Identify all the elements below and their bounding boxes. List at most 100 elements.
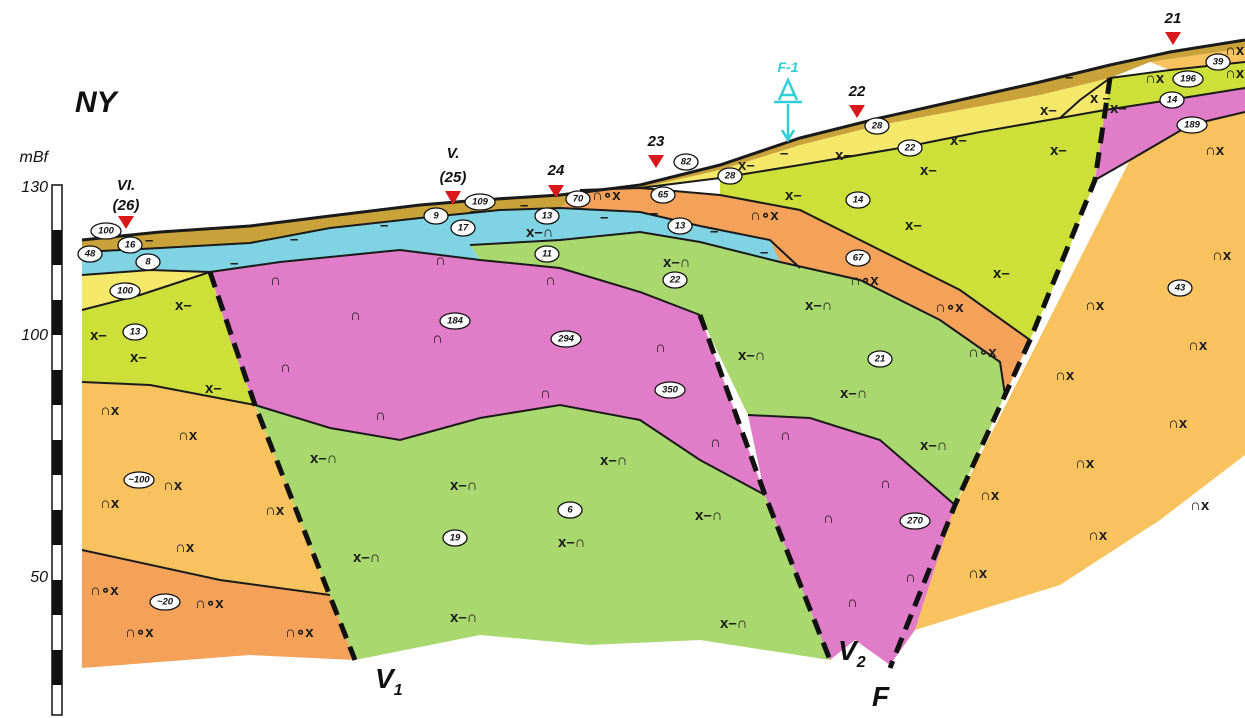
lithology-symbol: ∩x — [163, 477, 183, 494]
lithology-symbol: ∩∘x — [195, 595, 224, 612]
f1-marker-icon — [774, 80, 802, 140]
resistivity-value: 22 — [904, 143, 916, 154]
profile-marker-icon — [118, 216, 134, 229]
lithology-symbol: x– — [1050, 142, 1067, 159]
resistivity-value: 67 — [853, 253, 864, 264]
lithology-symbol: x– — [130, 349, 147, 366]
lithology-symbol: ∩ — [540, 385, 551, 402]
lithology-symbol: ∩x — [175, 539, 195, 556]
resistivity-oval: 270 — [900, 513, 930, 529]
resistivity-oval: 82 — [674, 154, 698, 170]
resistivity-oval: 13 — [535, 208, 559, 224]
resistivity-value: 13 — [675, 221, 686, 232]
lithology-symbol: – — [780, 145, 788, 162]
resistivity-oval: 13 — [123, 324, 147, 340]
profile-number: (26) — [113, 197, 140, 214]
lithology-symbol: x–∩ — [450, 477, 478, 494]
lithology-symbol: x–∩ — [558, 534, 586, 551]
lithology-symbol: ∩x — [1168, 415, 1188, 432]
lithology-symbol: – — [290, 231, 298, 248]
lithology-symbol: ∩ — [545, 272, 556, 289]
lithology-symbol: ∩x — [1075, 455, 1095, 472]
resistivity-value: 294 — [557, 334, 575, 345]
resistivity-oval: 196 — [1173, 71, 1203, 87]
resistivity-value: 109 — [472, 197, 489, 208]
lithology-symbol: ∩ — [655, 339, 666, 356]
profile-label: VI. — [117, 177, 135, 194]
lithology-symbol: ∩ — [435, 252, 446, 269]
lithology-symbol: ∩ — [880, 475, 891, 492]
lithology-symbol: x–∩ — [695, 507, 723, 524]
lithology-symbol: ∩x — [265, 502, 285, 519]
lithology-symbol: – — [380, 217, 388, 234]
lithology-symbol: ∩ — [375, 407, 386, 424]
resistivity-oval: 189 — [1177, 117, 1207, 133]
resistivity-value: 39 — [1213, 57, 1224, 68]
lithology-symbol: – — [600, 209, 608, 226]
lithology-symbol: ∩∘x — [850, 272, 879, 289]
lithology-symbol: x– — [1040, 102, 1057, 119]
resistivity-value: 82 — [681, 157, 692, 168]
lithology-symbol: – — [650, 205, 658, 222]
section-label: NY — [75, 86, 120, 119]
lithology-symbol: x–∩ — [450, 609, 478, 626]
lithology-symbol: ∩x — [1190, 497, 1210, 514]
lithology-symbol: ∩x — [100, 402, 120, 419]
lithology-symbol: x–∩ — [663, 254, 691, 271]
axis-tick-label: 100 — [21, 327, 48, 344]
resistivity-oval: 350 — [655, 382, 685, 398]
lithology-symbol: x – — [1090, 90, 1111, 107]
lithology-symbol: ∩x — [1212, 247, 1232, 264]
profile-label: 21 — [1164, 10, 1182, 27]
lithology-symbol: – — [520, 197, 528, 214]
resistivity-value: 19 — [450, 533, 461, 544]
lithology-symbol: ∩∘x — [285, 624, 314, 641]
lithology-symbol: ∩x — [1225, 42, 1245, 59]
lithology-symbol: x– — [175, 297, 192, 314]
lithology-symbol: – — [760, 244, 768, 261]
lithology-symbol: x– — [835, 147, 852, 164]
resistivity-oval: 294 — [551, 331, 581, 347]
lithology-symbol: x–∩ — [720, 615, 748, 632]
lithology-symbol: x– — [205, 380, 222, 397]
depth-scale: mBf 130 100 50 — [20, 149, 62, 715]
lithology-symbol: – — [230, 255, 238, 272]
resistivity-oval: 17 — [451, 220, 475, 236]
lithology-symbol: x– — [920, 162, 937, 179]
resistivity-oval: 100 — [91, 223, 121, 239]
lithology-symbol: x– — [905, 217, 922, 234]
resistivity-value: 17 — [458, 223, 469, 234]
resistivity-oval: 11 — [535, 246, 559, 262]
resistivity-oval: 65 — [651, 187, 675, 203]
resistivity-oval: 28 — [718, 168, 742, 184]
resistivity-value: 70 — [573, 194, 584, 205]
lithology-symbol: ∩ — [780, 427, 791, 444]
axis-unit-label: mBf — [20, 149, 50, 166]
f1-marker-label: F-1 — [778, 59, 799, 75]
resistivity-oval: 43 — [1168, 280, 1192, 296]
resistivity-value: 100 — [98, 226, 115, 237]
resistivity-oval: 67 — [846, 250, 870, 266]
resistivity-value: 189 — [1184, 120, 1201, 131]
lithology-symbol: x–∩ — [805, 297, 833, 314]
lithology-symbol: x– — [993, 265, 1010, 282]
lithology-symbol: x– — [1110, 100, 1127, 117]
profile-marker-icon — [849, 105, 865, 118]
resistivity-value: 6 — [567, 505, 573, 516]
axis-tick-label: 50 — [30, 569, 48, 586]
resistivity-value: 28 — [871, 121, 883, 132]
lithology-symbol: x– — [950, 132, 967, 149]
resistivity-value: 184 — [447, 316, 464, 327]
lithology-symbol: x–∩ — [738, 347, 766, 364]
resistivity-oval: 39 — [1206, 54, 1230, 70]
lithology-symbol: ∩ — [823, 510, 834, 527]
lithology-symbol: ∩x — [1188, 337, 1208, 354]
lithology-symbol: ∩x — [1205, 142, 1225, 159]
resistivity-value: 14 — [1167, 95, 1178, 106]
resistivity-oval: 14 — [846, 192, 870, 208]
resistivity-value: 196 — [1180, 74, 1197, 85]
lithology-symbol: ∩∘x — [750, 207, 779, 224]
resistivity-oval: 28 — [865, 118, 889, 134]
resistivity-value: 11 — [542, 249, 552, 260]
